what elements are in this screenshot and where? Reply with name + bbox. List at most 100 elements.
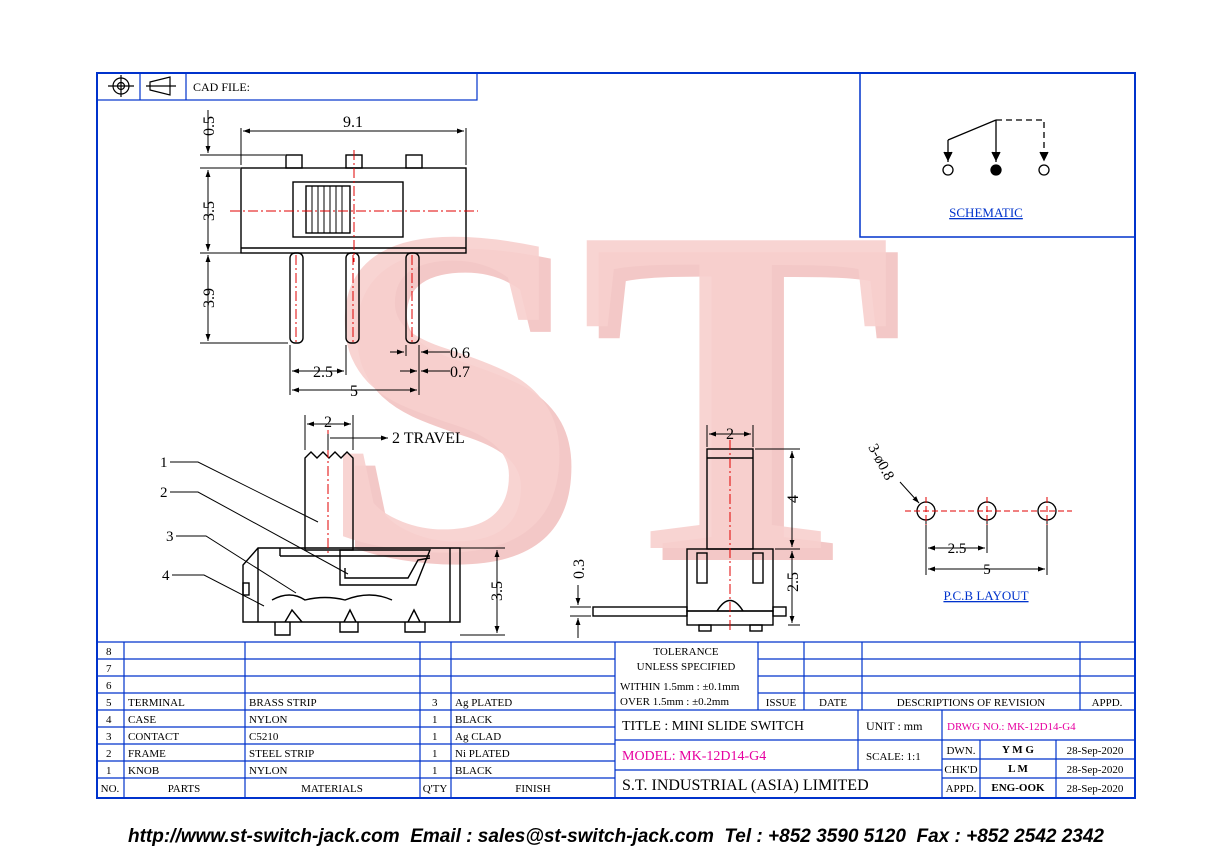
tolerance-line2: UNLESS SPECIFIED — [637, 661, 736, 673]
bom-finish: Ni PLATED — [455, 748, 510, 760]
cad-file-label: CAD FILE: — [193, 80, 250, 94]
pcb-centerlines — [905, 497, 1072, 525]
cad-header — [96, 72, 478, 101]
dim-pin-span: 5 — [350, 383, 358, 400]
side-knob-width: 2 — [324, 414, 332, 431]
bom-no: 4 — [106, 714, 112, 726]
top-view-centerlines — [230, 150, 478, 342]
signoff-name: Y M G — [1002, 744, 1034, 756]
signoff-rows: DWN. Y M G 28-Sep-2020 CHK'D L M 28-Sep-… — [944, 744, 1123, 795]
end-body-height: 2.5 — [785, 572, 802, 592]
revision-issue: ISSUE — [766, 697, 797, 709]
drawing-title: TITLE : MINI SLIDE SWITCH — [622, 719, 804, 734]
signoff-name: L M — [1008, 763, 1028, 775]
bom-grid — [97, 641, 616, 798]
pcb-layout — [899, 481, 1057, 575]
bom-finish: Ag CLAD — [455, 731, 501, 743]
schematic-box — [859, 72, 1136, 238]
dim-pin-gap: 0.7 — [450, 364, 470, 381]
bom-part: CONTACT — [128, 731, 179, 743]
signoff-name: ENG-OOK — [991, 782, 1045, 794]
signoff-date: 28-Sep-2020 — [1067, 764, 1124, 776]
bom-header-finish: FINISH — [515, 783, 551, 795]
bom-material: BRASS STRIP — [249, 697, 317, 709]
bom-qty: 1 — [432, 731, 438, 743]
revision-appd: APPD. — [1092, 697, 1123, 709]
bom-no: 7 — [106, 663, 112, 675]
dim-pin-pitch: 2.5 — [313, 364, 333, 381]
signoff-role: APPD. — [946, 783, 977, 795]
callout-4: 4 — [162, 568, 170, 584]
company-name: S.T. INDUSTRIAL (ASIA) LIMITED — [622, 777, 869, 794]
signoff-role: DWN. — [946, 745, 975, 757]
end-knob-height: 4 — [785, 495, 802, 503]
bom-qty: 1 — [432, 714, 438, 726]
callout-3: 3 — [166, 529, 174, 545]
callout-leaders — [170, 461, 349, 607]
end-pin-thickness: 0.3 — [571, 559, 588, 579]
svg-text:ST: ST — [330, 141, 905, 662]
drawing-border — [96, 72, 1136, 799]
bom-part: CASE — [128, 714, 156, 726]
bom-header-qty: Q'TY — [423, 783, 448, 795]
bom-qty: 1 — [432, 765, 438, 777]
side-body-height: 3.5 — [489, 581, 506, 601]
bom-material: C5210 — [249, 731, 279, 743]
dim-body-height: 3.5 — [201, 201, 218, 221]
bom-material: NYLON — [249, 765, 288, 777]
contact-footer: http://www.st-switch-jack.com Email : sa… — [127, 826, 1104, 847]
bom-rows: 8 7 6 5 TERMINAL BRASS STRIP 3 Ag PLATED… — [101, 646, 551, 795]
watermark-st: ST ST — [318, 129, 905, 662]
bom-no: 2 — [106, 748, 112, 760]
dim-pin-width: 0.6 — [450, 345, 470, 362]
callout-2: 2 — [160, 485, 168, 501]
pcb-pitch: 2.5 — [948, 541, 967, 557]
title-block-grid — [615, 641, 1135, 798]
bom-header-materials: MATERIALS — [301, 783, 363, 795]
tolerance-block: TOLERANCE UNLESS SPECIFIED WITHIN 1.5mm … — [620, 646, 740, 708]
signoff-date: 28-Sep-2020 — [1067, 783, 1124, 795]
dim-pin-length: 3.9 — [201, 288, 218, 308]
drawing-scale: SCALE: 1:1 — [866, 751, 921, 763]
revision-description: DESCRIPTIONS OF REVISION — [897, 697, 1046, 709]
bom-no: 5 — [106, 697, 112, 709]
callout-1: 1 — [160, 455, 168, 471]
schematic-label: SCHEMATIC — [949, 205, 1023, 220]
bom-material: STEEL STRIP — [249, 748, 314, 760]
bom-material: NYLON — [249, 714, 288, 726]
side-travel: 2 TRAVEL — [392, 430, 465, 447]
bom-header-parts: PARTS — [168, 783, 201, 795]
bom-no: 6 — [106, 680, 112, 692]
drawing-unit: UNIT : mm — [866, 719, 923, 733]
projection-symbol-icon — [108, 75, 176, 97]
top-view-dimensions — [200, 110, 467, 395]
bom-header-no: NO. — [101, 783, 120, 795]
end-knob-width: 2 — [726, 426, 734, 443]
bom-no: 3 — [106, 731, 112, 743]
bom-part: KNOB — [128, 765, 159, 777]
schematic-symbol — [942, 119, 1050, 176]
revision-header: ISSUE DATE DESCRIPTIONS OF REVISION APPD… — [766, 697, 1123, 709]
bom-part: TERMINAL — [128, 697, 185, 709]
bom-no: 8 — [106, 646, 112, 658]
bom-qty: 3 — [432, 697, 438, 709]
revision-date: DATE — [819, 697, 847, 709]
side-view-dimensions — [304, 415, 505, 636]
model-number: MODEL: MK-12D14-G4 — [622, 749, 766, 764]
tolerance-within: WITHIN 1.5mm : ±0.1mm — [620, 681, 740, 693]
tolerance-over: OVER 1.5mm : ±0.2mm — [620, 696, 729, 708]
bom-part: FRAME — [128, 748, 166, 760]
signoff-date: 28-Sep-2020 — [1067, 745, 1124, 757]
tolerance-line1: TOLERANCE — [653, 646, 718, 658]
pcb-span: 5 — [983, 562, 991, 578]
bom-finish: BLACK — [455, 714, 492, 726]
bom-finish: BLACK — [455, 765, 492, 777]
pcb-label: P.C.B LAYOUT — [943, 588, 1028, 603]
dim-top-offset: 0.5 — [201, 116, 218, 136]
bom-qty: 1 — [432, 748, 438, 760]
drawing-number: DRWG NO.: MK-12D14-G4 — [947, 721, 1076, 733]
end-view-dimensions — [570, 425, 800, 638]
bom-no: 1 — [106, 765, 112, 777]
